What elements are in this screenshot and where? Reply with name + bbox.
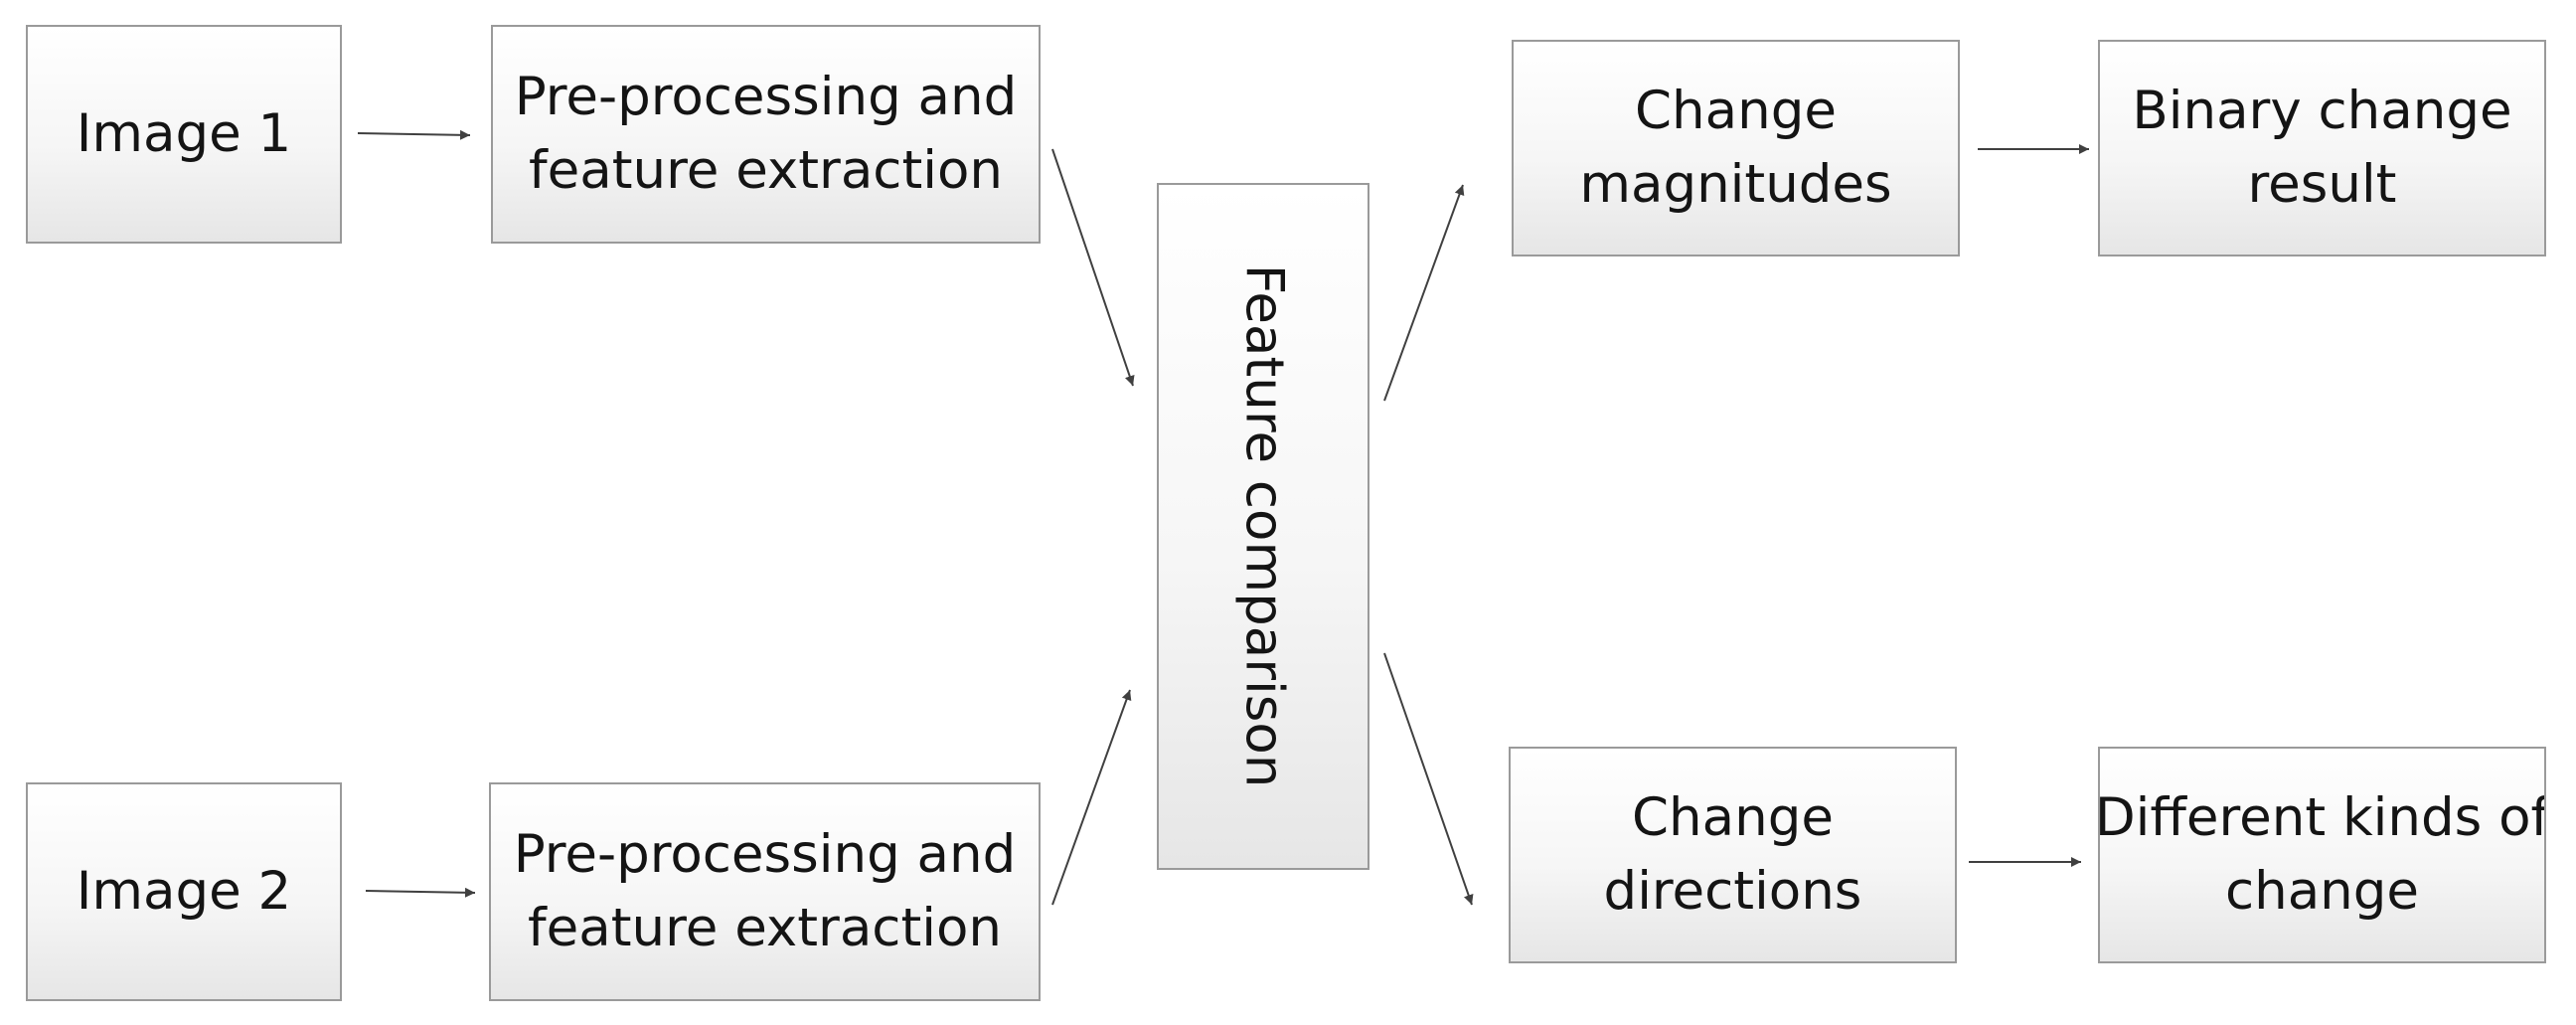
arrow-preprocessing1-to-comparison — [1051, 148, 1135, 387]
arrow-comparison-to-directions — [1383, 652, 1474, 906]
binary-change-line-2: result — [2247, 154, 2397, 215]
change-magnitudes-line-1: Change — [1635, 80, 1837, 141]
arrow-preprocessing2-to-comparison — [1051, 689, 1132, 906]
feature-comparison-box: Feature comparison — [1157, 183, 1369, 870]
preprocessing-1-line-1: Pre-processing and — [514, 66, 1018, 127]
arrow-image1-to-preprocessing1 — [357, 129, 471, 140]
change-directions-box: Change directions — [1509, 747, 1957, 963]
arrow-image2-to-preprocessing2 — [365, 887, 476, 898]
change-magnitudes-line-2: magnitudes — [1579, 154, 1892, 215]
different-kinds-line-2: change — [2224, 861, 2420, 922]
preprocessing-2-line-2: feature extraction — [528, 898, 1002, 958]
arrow-comparison-to-magnitudes — [1383, 184, 1465, 402]
change-magnitudes-box: Change magnitudes — [1512, 40, 1960, 256]
change-directions-line-1: Change — [1632, 786, 1834, 848]
binary-change-line-1: Binary change — [2132, 80, 2512, 141]
binary-change-result-box: Binary change result — [2098, 40, 2546, 256]
preprocessing-2-line-1: Pre-processing and — [513, 823, 1017, 885]
preprocessing-1-line-2: feature extraction — [529, 140, 1003, 201]
image-1-label: Image 1 — [76, 102, 292, 164]
change-directions-line-2: directions — [1603, 861, 1862, 922]
preprocessing-2-box: Pre-processing and feature extraction — [489, 782, 1041, 1001]
image-2-label: Image 2 — [76, 860, 292, 922]
different-kinds-line-1: Different kinds of — [2098, 786, 2546, 848]
image-2-box: Image 2 — [26, 782, 342, 1001]
image-1-box: Image 1 — [26, 25, 342, 244]
different-kinds-of-change-box: Different kinds of change — [2098, 747, 2546, 963]
preprocessing-1-box: Pre-processing and feature extraction — [491, 25, 1041, 244]
